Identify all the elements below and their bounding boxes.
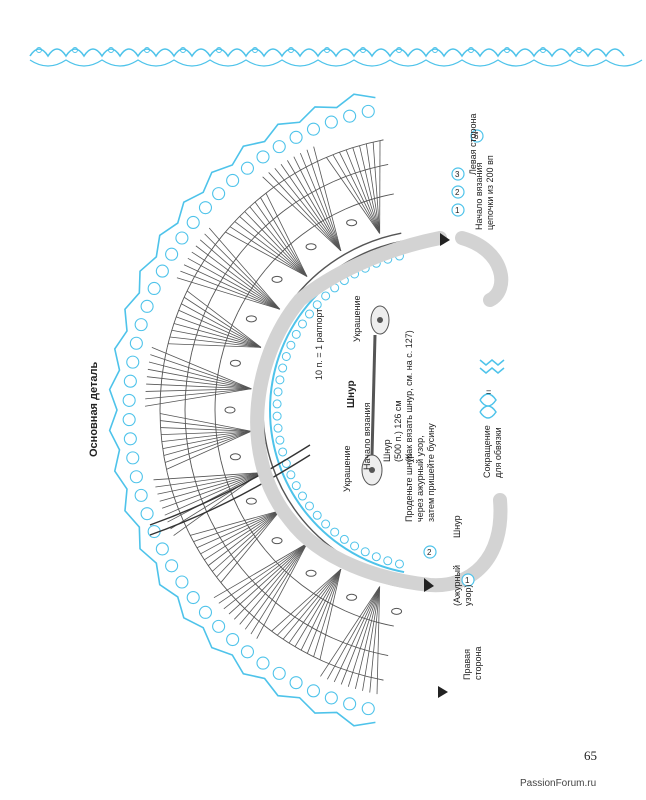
page-number: 65 xyxy=(584,748,597,763)
row-number-circle xyxy=(451,203,465,217)
arrow-marker xyxy=(438,686,448,698)
repeat-label: 10 п. = 1 раппорт xyxy=(314,308,324,380)
cord-title: Шнур xyxy=(346,380,357,408)
cord-label: Шнур xyxy=(452,515,462,538)
openwork-label: (Ажурный узор) xyxy=(452,565,473,606)
row-number: 1 xyxy=(465,576,470,585)
cord-path xyxy=(250,231,509,593)
svg-text:=: = xyxy=(486,387,491,397)
cord-illustration xyxy=(361,305,390,486)
row-number-circle xyxy=(451,185,465,199)
cord-start-label: Начало вязания xyxy=(362,402,372,470)
row-number-circle xyxy=(451,167,465,181)
thread-note: Проденьте шнур через ажурный узор, затем… xyxy=(404,423,436,522)
decrease-label: Сокращение для обвязки xyxy=(482,425,503,478)
arrow-marker xyxy=(440,233,450,246)
row-number-circle xyxy=(423,545,437,559)
decrease-symbol: = xyxy=(479,359,505,419)
watermark: PassionForum.ru xyxy=(520,778,597,789)
right-side-label: Правая сторона xyxy=(462,646,483,680)
row-number: 2 xyxy=(455,188,460,197)
decorative-border xyxy=(29,47,643,67)
row-number: 1 xyxy=(455,206,460,215)
start-chain-label: Начало вязания цепочки из 200 вп xyxy=(474,155,495,230)
decoration-left-label: Украшение xyxy=(342,445,352,493)
arrow-marker xyxy=(424,578,434,592)
row-number: 3 xyxy=(455,170,460,179)
row-number-circle xyxy=(461,573,475,587)
row-number-circle xyxy=(470,129,484,143)
decoration-right-label: Украшение xyxy=(352,295,362,343)
row-number: 2 xyxy=(427,548,432,557)
diagram-title: Основная деталь xyxy=(88,361,100,457)
row-number: 6 xyxy=(474,132,479,141)
